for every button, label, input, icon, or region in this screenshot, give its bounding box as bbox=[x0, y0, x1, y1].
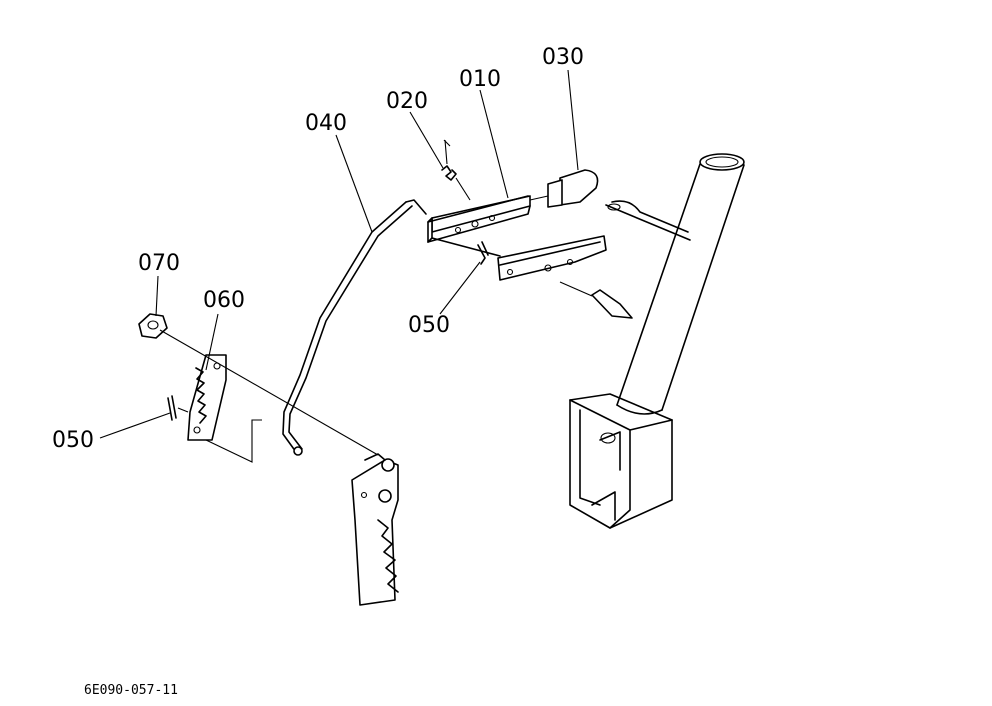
callout-060: 060 bbox=[203, 288, 245, 313]
callout-040: 040 bbox=[305, 111, 347, 136]
part-030-grip bbox=[529, 169, 599, 208]
part-040-rod bbox=[282, 199, 427, 456]
part-050-cotter-pin-lower bbox=[167, 395, 177, 421]
part-020-spring bbox=[441, 139, 471, 201]
part-010-lever-plate bbox=[427, 195, 607, 281]
steering-column bbox=[569, 153, 745, 529]
callout-030: 030 bbox=[542, 45, 584, 70]
leader-lines bbox=[99, 69, 579, 439]
part-060-ratchet-plate bbox=[187, 354, 262, 463]
callout-020: 020 bbox=[386, 89, 428, 114]
assembly-lines bbox=[159, 329, 379, 456]
callout-050-upper: 050 bbox=[408, 313, 450, 338]
part-050-cotter-pin bbox=[477, 241, 489, 265]
part-070-nut bbox=[138, 313, 168, 339]
pivot-pin bbox=[559, 281, 633, 319]
callout-010: 010 bbox=[459, 67, 501, 92]
callout-050-lower: 050 bbox=[52, 428, 94, 453]
callout-070: 070 bbox=[138, 251, 180, 276]
lower-ratchet-bracket bbox=[351, 453, 399, 606]
drawing-code: 6E090-057-11 bbox=[84, 683, 178, 698]
